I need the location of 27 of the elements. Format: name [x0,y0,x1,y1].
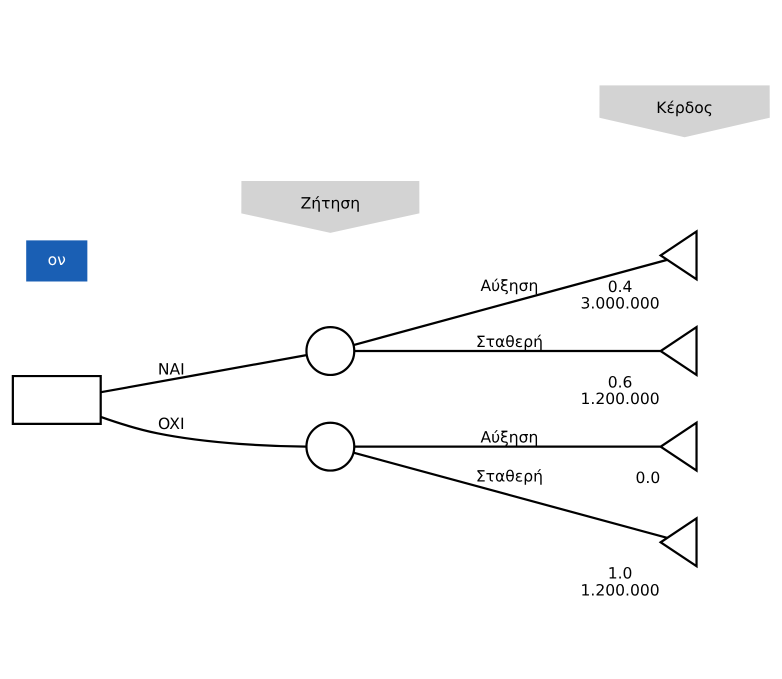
connector [100,354,307,393]
connector [100,415,306,448]
node-label: 0.0 [636,468,660,487]
node-circle [305,326,356,376]
node-label: 3.000.000 [580,294,660,312]
node-triangle [658,324,698,377]
edge-label: Σταθερή [476,332,543,350]
edge-label: Σταθερή [476,466,543,485]
node-triangle [658,420,698,472]
connector [354,258,668,346]
node-label: 0.4 [608,277,632,296]
edge-label: Αύξηση [480,276,538,295]
node-triangle [658,228,698,281]
connector [354,445,660,448]
node-label: 1.0 [608,564,632,582]
node-label: 1.200.000 [580,390,660,408]
connector [354,451,668,538]
node-box: ον [26,240,88,282]
node-label: 0.6 [608,372,632,391]
node-triangle [658,516,698,568]
node-box [12,374,102,424]
edge-label: Αύξηση [480,428,538,446]
edge-label: NAI [158,360,185,378]
connector [354,349,660,352]
node-circle [305,421,356,472]
node-label: 1.200.000 [580,580,660,599]
edge-label: OXI [158,414,185,433]
